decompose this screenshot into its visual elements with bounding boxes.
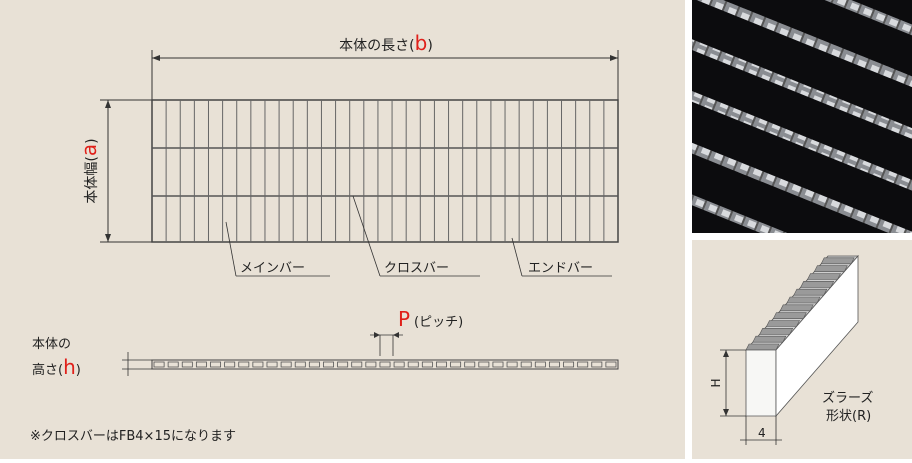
- side-view-segment: [323, 361, 334, 368]
- side-view-segment: [153, 361, 165, 368]
- side-view-segment: [506, 361, 518, 368]
- side-view-segment: [294, 361, 306, 368]
- side-view-segment: [577, 361, 589, 368]
- thickness-dimension-label: 4: [758, 426, 766, 440]
- side-view-segment: [365, 361, 377, 368]
- side-view-segment: [450, 361, 462, 368]
- side-view-segment: [224, 361, 236, 368]
- bar-profile-panel: H 4 ズラーズ 形状(R): [692, 240, 912, 459]
- serration-tooth: [793, 288, 828, 296]
- height-label-line1: 本体の: [32, 337, 71, 352]
- side-view-segment: [337, 361, 349, 368]
- height-dimension-label: H: [709, 378, 723, 387]
- side-view-segment: [195, 361, 207, 368]
- width-label: 本体幅(a): [77, 138, 101, 203]
- serration-tooth: [813, 265, 848, 272]
- grating-photo: [692, 0, 912, 233]
- side-view-segment: [308, 361, 320, 368]
- side-view-segment: [591, 361, 603, 368]
- shape-label-line1: ズラーズ: [822, 390, 873, 406]
- serration-tooth: [800, 281, 835, 288]
- shape-label-line2: 形状(R): [826, 409, 871, 424]
- side-view-segment: [534, 361, 546, 368]
- side-view-segment: [266, 361, 278, 368]
- grating-diagram-panel: メインバー クロスバー エンドバー 本体の長さ(b) 本体幅(a) 本体の 高さ…: [0, 0, 685, 459]
- serration-tooth: [752, 335, 787, 343]
- grating-photo-image: [692, 0, 912, 233]
- side-view-segment: [464, 361, 476, 368]
- serration-tooth: [779, 304, 814, 312]
- side-view-segments: [153, 361, 617, 368]
- serration-tooth: [786, 296, 821, 304]
- side-view-segment: [210, 361, 222, 368]
- side-view-segment: [478, 361, 490, 368]
- side-view-segment: [436, 361, 447, 368]
- length-label: 本体の長さ(b): [339, 31, 433, 55]
- side-view-segment: [563, 361, 575, 368]
- side-view-segment: [280, 361, 292, 368]
- side-view-strip: [151, 359, 619, 370]
- side-view-segment: [605, 361, 617, 368]
- side-view-segment: [379, 361, 391, 368]
- grating-drawing: メインバー クロスバー エンドバー 本体の長さ(b) 本体幅(a) 本体の 高さ…: [32, 31, 619, 379]
- pitch-label: (ピッチ): [414, 315, 463, 330]
- serration-tooth: [759, 328, 794, 335]
- serration-tooth: [772, 312, 807, 319]
- side-view-segment: [351, 361, 363, 368]
- side-view-segment: [167, 361, 179, 368]
- bar-profile-drawing: H 4 ズラーズ 形状(R): [709, 254, 873, 445]
- cross-bars: [152, 147, 618, 197]
- grating-frame: [151, 99, 619, 243]
- side-view-segment: [252, 361, 264, 368]
- serration-tooth: [807, 273, 841, 280]
- side-view-segment: [548, 361, 560, 368]
- side-view-segment: [407, 361, 419, 368]
- cross-bar-note: ※クロスバーはFB4×15になります: [30, 429, 236, 444]
- side-view-segment: [520, 361, 532, 368]
- end-bar-label: エンドバー: [528, 261, 593, 276]
- side-view-segment: [393, 361, 405, 368]
- serration-tooth: [745, 343, 780, 351]
- height-label: 高さ(h): [32, 355, 81, 379]
- serration-tooth: [820, 257, 855, 265]
- side-view-segment: [421, 361, 433, 368]
- side-view-segment: [492, 361, 504, 368]
- main-bars: [165, 100, 605, 242]
- cross-bar-label: クロスバー: [384, 261, 449, 276]
- pitch-symbol: P: [398, 307, 410, 331]
- main-bar-label: メインバー: [240, 261, 305, 276]
- serration-tooth: [766, 320, 800, 327]
- side-view-segment: [181, 361, 193, 368]
- side-view-segment: [238, 361, 250, 368]
